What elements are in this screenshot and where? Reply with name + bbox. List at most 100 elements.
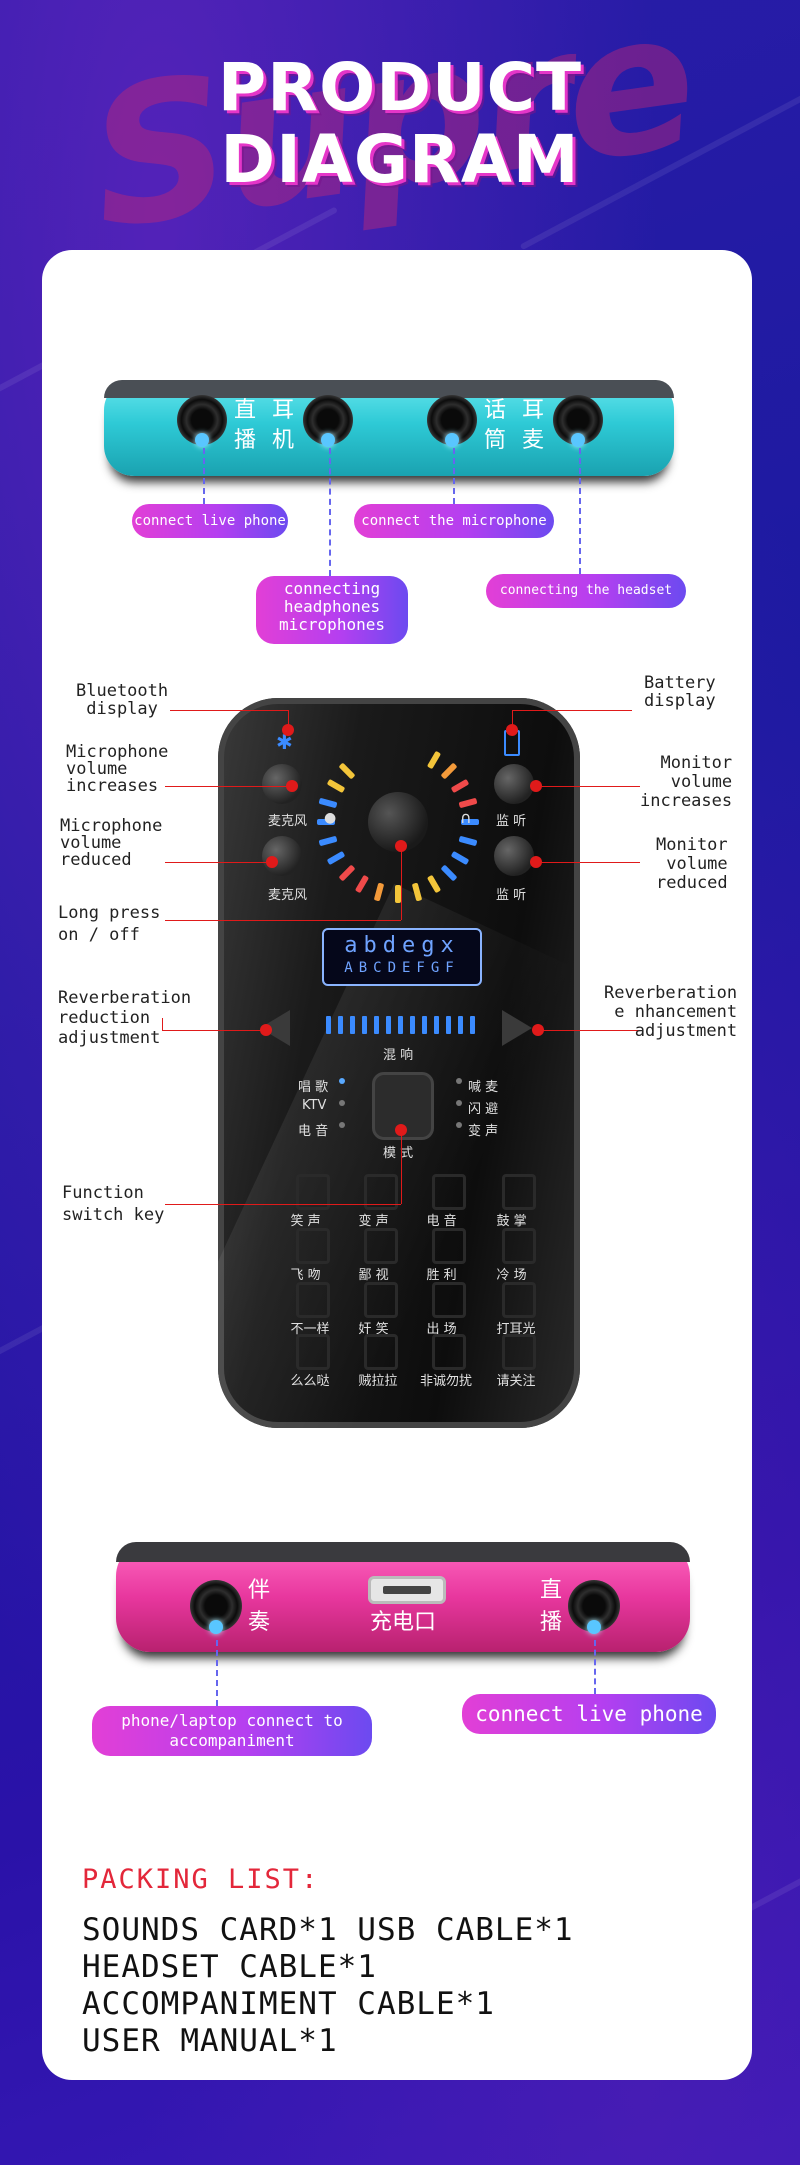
effect-button[interactable] (502, 1174, 536, 1210)
reverb-bar (350, 1016, 355, 1034)
effect-button[interactable] (432, 1282, 466, 1318)
effect-button[interactable] (502, 1228, 536, 1264)
callout-line (329, 448, 331, 576)
effect-button-label: 冷 场 (496, 1268, 527, 1283)
panel-label: 奏 (248, 1610, 271, 1635)
effect-button[interactable] (364, 1282, 398, 1318)
annotation-battery: Battery display (644, 673, 716, 711)
panel-label: 耳 (522, 398, 545, 423)
effect-button[interactable] (364, 1174, 398, 1210)
panel-label: 充电口 (370, 1610, 437, 1635)
annotation-mic-down: Microphone volume reduced (60, 816, 163, 870)
reverb-bar (374, 1016, 379, 1034)
mode-indicator (456, 1078, 462, 1084)
monitor-volume-down-knob[interactable] (494, 836, 534, 876)
headphone-icon: ∩ (460, 808, 472, 827)
headset-jack (553, 395, 603, 447)
effect-button-label: 么么哒 (290, 1374, 330, 1389)
effect-button-label: 打耳光 (496, 1322, 536, 1337)
panel-label: 麦 (522, 428, 545, 453)
mode-button-label: 模 式 (383, 1146, 414, 1161)
accompaniment-jack (190, 1580, 242, 1634)
packing-list-title: PACKING LIST: (82, 1864, 320, 1895)
effect-button-label: 胜 利 (426, 1268, 457, 1283)
effect-button[interactable] (432, 1174, 466, 1210)
callout-accompaniment: phone/laptop connect to accompaniment (92, 1706, 372, 1756)
mode-label: 闪 避 (468, 1102, 499, 1117)
headphone-jack (303, 395, 353, 447)
effect-button-label: 奸 笑 (358, 1322, 389, 1337)
effect-button-label: 不一样 (290, 1322, 330, 1337)
panel-label: 直 (540, 1578, 563, 1603)
mode-label: 喊 麦 (468, 1080, 499, 1095)
effect-button[interactable] (296, 1174, 330, 1210)
effect-button[interactable] (364, 1228, 398, 1264)
effect-button[interactable] (502, 1334, 536, 1370)
jack-indicator (445, 433, 459, 447)
effect-button-label: 请关注 (496, 1374, 536, 1389)
effect-button[interactable] (432, 1334, 466, 1370)
monitor-volume-up-knob[interactable] (494, 764, 534, 804)
panel-label: 播 (540, 1610, 563, 1635)
callout-headset: connecting the headset (486, 574, 686, 608)
effect-button[interactable] (502, 1282, 536, 1318)
panel-label: 耳 (272, 398, 295, 423)
callout-bottom-live-phone: connect live phone (462, 1694, 716, 1734)
knob-label: 监 听 (496, 888, 527, 903)
reverb-bar (458, 1016, 463, 1034)
effect-button-label: 非诚勿扰 (420, 1374, 473, 1389)
annotation-bluetooth: Bluetooth display (76, 681, 169, 719)
packing-list-item: HEADSET CABLE*1 (82, 1949, 377, 1985)
annotation-mic-up: Microphone volume increases (66, 742, 169, 796)
reverb-bar (326, 1016, 331, 1034)
effect-button[interactable] (296, 1228, 330, 1264)
title-line-1: PRODUCT (217, 49, 583, 126)
mode-label: 电 音 (298, 1124, 329, 1139)
packing-list-item: SOUNDS CARD*1 USB CABLE*1 (82, 1912, 574, 1948)
packing-list-item: ACCOMPANIMENT CABLE*1 (82, 1986, 495, 2022)
annotation-monitor-down: Monitor volume reduced (656, 835, 728, 893)
effect-button-label: 笑 声 (290, 1214, 321, 1229)
annotation-reverb-up: Reverberation e nhancement adjustment (604, 983, 738, 1041)
effect-button-label: 鼓 掌 (496, 1214, 527, 1229)
reverb-bar (398, 1016, 403, 1034)
live-jack (177, 395, 227, 447)
mode-label: KTV (302, 1098, 327, 1113)
panel-label: 伴 (248, 1578, 271, 1603)
callout-line (216, 1640, 218, 1706)
callout-headphones: connecting headphones microphones (256, 576, 408, 644)
callout-line (203, 448, 205, 504)
callout-line (579, 448, 581, 574)
reverb-up-button[interactable] (502, 1010, 532, 1046)
mode-indicator (456, 1100, 462, 1106)
annotation-reverb-down: Reverberation reduction adjustment (58, 988, 192, 1048)
mode-indicator (456, 1122, 462, 1128)
mode-label: 变 声 (468, 1124, 499, 1139)
lcd-row-2: ABCDEFGF (344, 960, 460, 976)
jack-indicator (571, 433, 585, 447)
jack-indicator (321, 433, 335, 447)
title-line-2: DIAGRAM (220, 121, 580, 198)
callout-line (594, 1640, 596, 1694)
effect-button[interactable] (296, 1282, 330, 1318)
panel-label: 话 (484, 398, 507, 423)
effect-button-label: 鄙 视 (358, 1268, 389, 1283)
effect-button[interactable] (296, 1334, 330, 1370)
knob-label: 麦克风 (268, 814, 308, 829)
reverb-bar (446, 1016, 451, 1034)
page-title: PRODUCT DIAGRAM (0, 52, 800, 196)
effect-button[interactable] (364, 1334, 398, 1370)
mode-indicator (339, 1122, 345, 1128)
mix-label: 混 响 (383, 1048, 414, 1063)
reverb-bar (434, 1016, 439, 1034)
effect-button[interactable] (432, 1228, 466, 1264)
effect-button-label: 出 场 (426, 1322, 457, 1337)
effect-button-label: 电 音 (426, 1214, 457, 1229)
reverb-bar (470, 1016, 475, 1034)
reverb-bar (338, 1016, 343, 1034)
knob-label: 监 听 (496, 814, 527, 829)
panel-label: 直 (234, 398, 257, 423)
panel-label: 机 (272, 428, 295, 453)
panel-label: 筒 (484, 428, 507, 453)
effect-button-label: 飞 吻 (290, 1268, 321, 1283)
